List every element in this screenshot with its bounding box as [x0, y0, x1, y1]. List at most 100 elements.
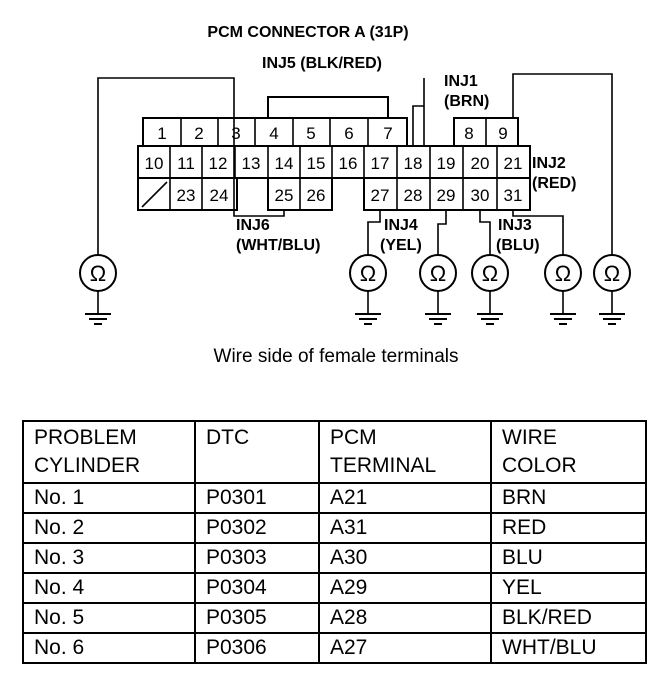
probe-wires — [97, 73, 613, 254]
inj3-label: INJ3 — [498, 217, 532, 234]
cell-cylinder: No. 6 — [22, 632, 196, 664]
cell-terminal: A21 — [318, 482, 492, 514]
cell-cylinder: No. 2 — [22, 512, 196, 544]
cell-wire-color: YEL — [490, 572, 647, 604]
ohmmeter-icon: Ω — [471, 254, 509, 325]
pin-number: 25 — [275, 186, 294, 205]
inj5-label: INJ5 (BLK/RED) — [262, 55, 382, 72]
ohmmeter-icon: Ω — [349, 254, 387, 325]
pin-number: 26 — [307, 186, 326, 205]
cell-dtc: P0301 — [194, 482, 320, 514]
cell-terminal: A28 — [318, 602, 492, 634]
pin-number: 14 — [275, 154, 294, 173]
inj4-label: INJ4 — [384, 217, 418, 234]
cell-terminal: A30 — [318, 542, 492, 574]
pin-number: 7 — [383, 124, 392, 143]
pin-number: 24 — [210, 186, 229, 205]
cell-dtc: P0302 — [194, 512, 320, 544]
connector-title: PCM CONNECTOR A (31P) — [207, 24, 408, 41]
pin-number: 15 — [307, 154, 326, 173]
inj1-color-label: (BRN) — [444, 93, 489, 110]
diagram-caption: Wire side of female terminals — [213, 346, 459, 367]
table-row: No. 5 P0305 A28 BLK/RED — [22, 602, 647, 634]
header-problem-cylinder: PROBLEM CYLINDER — [22, 420, 196, 484]
svg-text:Ω: Ω — [604, 261, 620, 286]
pin-number: 30 — [471, 186, 490, 205]
pin-number: 8 — [464, 124, 473, 143]
cell-dtc: P0305 — [194, 602, 320, 634]
header-line: DTC — [206, 426, 250, 449]
cell-wire-color: BLU — [490, 542, 647, 574]
table-row: No. 6 P0306 A27 WHT/BLU — [22, 632, 647, 664]
cell-dtc: P0303 — [194, 542, 320, 574]
pin-row-1: 1 2 3 4 5 6 7 8 9 — [157, 124, 507, 143]
ohmmeter-icon: Ω — [593, 254, 631, 325]
cell-cylinder: No. 1 — [22, 482, 196, 514]
header-line: COLOR — [502, 454, 577, 477]
cell-cylinder: No. 5 — [22, 602, 196, 634]
cell-wire-color: WHT/BLU — [490, 632, 647, 664]
cell-dtc: P0304 — [194, 572, 320, 604]
header-pcm-terminal: PCM TERMINAL — [318, 420, 492, 484]
inj2-label: INJ2 — [532, 155, 566, 172]
svg-text:Ω: Ω — [360, 261, 376, 286]
table-header-row: PROBLEM CYLINDER DTC PCM TERMINAL WIRE C… — [22, 420, 647, 484]
header-line: CYLINDER — [34, 454, 141, 477]
connector-body — [137, 96, 531, 211]
pin-number: 28 — [404, 186, 423, 205]
header-line: TERMINAL — [330, 454, 437, 477]
header-line: PROBLEM — [34, 426, 137, 449]
pin-number: 6 — [344, 124, 353, 143]
header-dtc: DTC — [194, 420, 320, 484]
connector-diagram: PCM CONNECTOR A (31P) INJ5 (BLK/RED) INJ… — [79, 24, 631, 325]
table-row: No. 2 P0302 A31 RED — [22, 512, 647, 544]
inj4-color-label: (YEL) — [380, 237, 422, 254]
svg-text:Ω: Ω — [555, 261, 571, 286]
header-line: PCM — [330, 426, 377, 449]
connector-dividers — [141, 118, 498, 210]
dtc-table: PROBLEM CYLINDER DTC PCM TERMINAL WIRE C… — [22, 420, 647, 664]
svg-text:Ω: Ω — [430, 261, 446, 286]
cell-wire-color: RED — [490, 512, 647, 544]
inj6-label: INJ6 — [236, 217, 270, 234]
cell-terminal: A31 — [318, 512, 492, 544]
svg-text:Ω: Ω — [482, 261, 498, 286]
pin-number: 10 — [145, 154, 164, 173]
header-line: WIRE — [502, 426, 557, 449]
pin-number: 16 — [339, 154, 358, 173]
pin-number: 9 — [498, 124, 507, 143]
pin-row-2: 10 11 12 13 14 15 16 17 18 19 20 21 — [145, 154, 523, 173]
pin-number: 17 — [371, 154, 390, 173]
ohmmeter-icon: Ω — [419, 254, 457, 325]
pin-number: 5 — [306, 124, 315, 143]
pin-number: 11 — [177, 154, 195, 173]
pin-number: 4 — [269, 124, 278, 143]
pin-number: 13 — [242, 154, 261, 173]
pin-row-3: 23 24 25 26 27 28 29 30 31 — [177, 186, 523, 205]
cell-cylinder: No. 3 — [22, 542, 196, 574]
pin-number: 3 — [231, 124, 240, 143]
table-row: No. 3 P0303 A30 BLU — [22, 542, 647, 574]
inj6-color-label: (WHT/BLU) — [236, 237, 320, 254]
pin-number: 21 — [504, 154, 523, 173]
table-row: No. 1 P0301 A21 BRN — [22, 482, 647, 514]
table-row: No. 4 P0304 A29 YEL — [22, 572, 647, 604]
pin-number: 27 — [371, 186, 390, 205]
cell-terminal: A27 — [318, 632, 492, 664]
pin-number: 1 — [157, 124, 166, 143]
inj3-color-label: (BLU) — [496, 237, 540, 254]
cell-dtc: P0306 — [194, 632, 320, 664]
ohmmeter-icon: Ω — [79, 254, 117, 325]
cell-cylinder: No. 4 — [22, 572, 196, 604]
pin-number: 19 — [437, 154, 456, 173]
header-wire-color: WIRE COLOR — [490, 420, 647, 484]
svg-text:Ω: Ω — [90, 261, 106, 286]
pin-number: 23 — [177, 186, 196, 205]
pin-number: 2 — [194, 124, 203, 143]
ohmmeter-icon: Ω — [544, 254, 582, 325]
cell-terminal: A29 — [318, 572, 492, 604]
pin-number: 31 — [504, 186, 523, 205]
cell-wire-color: BLK/RED — [490, 602, 647, 634]
cell-wire-color: BRN — [490, 482, 647, 514]
pin-number: 12 — [209, 154, 228, 173]
